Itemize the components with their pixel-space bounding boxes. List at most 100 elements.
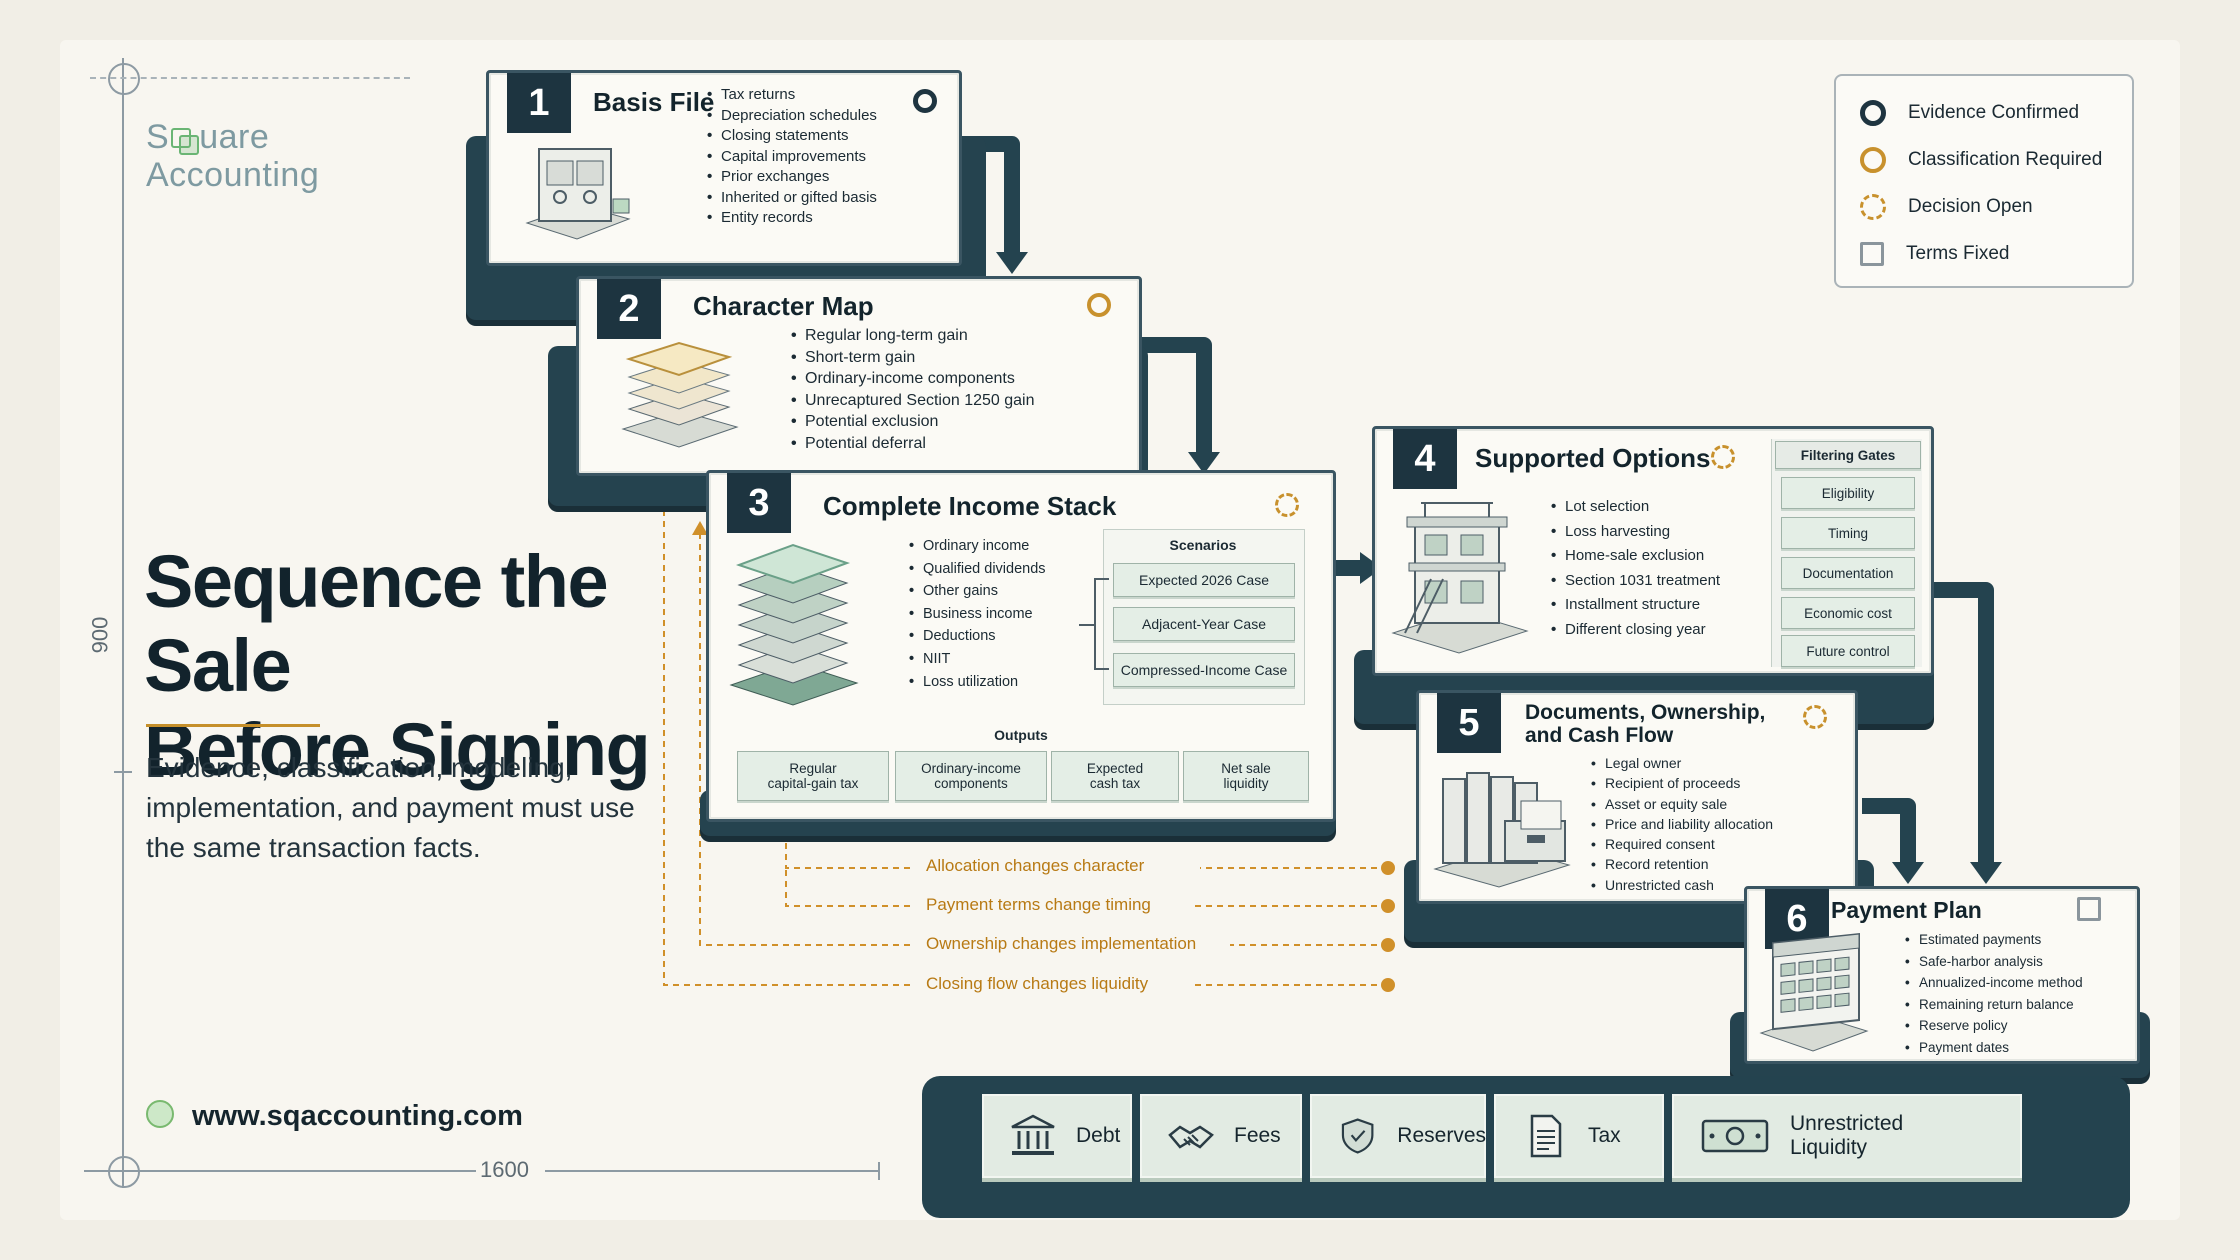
status-dashed-ring-icon xyxy=(1803,705,1827,729)
outputs-title: Outputs xyxy=(994,727,1048,743)
square-icon xyxy=(1860,242,1884,266)
output-line: Ordinary-income xyxy=(921,761,1021,776)
status-legend: Evidence Confirmed Classification Requir… xyxy=(1834,74,2134,288)
output-line: components xyxy=(934,776,1008,791)
handshake-icon xyxy=(1168,1125,1214,1149)
step-title: Basis File xyxy=(593,87,715,117)
title-rule xyxy=(146,724,320,727)
list-item: Prior exchanges xyxy=(707,167,877,188)
list-item: Business income xyxy=(909,603,1046,626)
annotation-dot xyxy=(1381,938,1395,952)
tray-segment-unrestricted-liquidity: Unrestricted Liquidity xyxy=(1672,1094,2022,1182)
step-card-1[interactable]: 1 Basis File Tax returns Depreciation sc… xyxy=(486,70,962,266)
gates-title: Filtering Gates xyxy=(1775,441,1921,469)
list-item: Legal owner xyxy=(1591,753,1773,773)
step-items: Legal owner Recipient of proceeds Asset … xyxy=(1591,753,1773,895)
gate-box: Future control xyxy=(1781,635,1915,667)
shield-icon xyxy=(1341,1118,1374,1154)
gate-box: Eligibility xyxy=(1781,477,1915,509)
guide-bottom-right xyxy=(545,1170,880,1172)
list-item: Asset or equity sale xyxy=(1591,794,1773,814)
list-item: Short-term gain xyxy=(791,347,1035,369)
step-number: 4 xyxy=(1393,429,1457,489)
arrow-2-3 xyxy=(1140,337,1212,452)
cabinet-icon xyxy=(525,148,631,240)
tray-label: Liquidity xyxy=(1790,1136,1868,1159)
step-card-4[interactable]: 4 Supported Options Lot selection Loss h… xyxy=(1372,426,1934,676)
list-item: Unrecaptured Section 1250 gain xyxy=(791,390,1035,412)
output-line: Regular xyxy=(789,761,837,776)
step-items: Estimated payments Safe-harbor analysis … xyxy=(1905,929,2083,1058)
step-number: 3 xyxy=(727,473,791,533)
step-card-2[interactable]: 2 Character Map Regular long-term gain S… xyxy=(576,276,1142,476)
list-item: Loss harvesting xyxy=(1551,520,1720,545)
tray-segment-reserves: Reserves xyxy=(1310,1094,1486,1182)
globe-icon xyxy=(146,1100,174,1128)
list-item: Qualified dividends xyxy=(909,558,1046,581)
list-item: Price and liability allocation xyxy=(1591,814,1773,834)
annotation-2: Payment terms change timing xyxy=(926,895,1151,914)
tray-segment-fees: Fees xyxy=(1140,1094,1302,1182)
title-line2: Before Signing xyxy=(144,708,651,791)
dashed-ring-icon xyxy=(1860,194,1886,220)
guide-circle-bottom xyxy=(108,1156,140,1188)
legend-decision-open: Decision Open xyxy=(1860,190,2033,224)
step-card-5[interactable]: 5 Documents, Ownership, and Cash Flow Le… xyxy=(1416,690,1858,904)
guide-top-dashed xyxy=(90,77,410,79)
solid-ring-icon xyxy=(1860,100,1886,126)
annotation-dot xyxy=(1381,978,1395,992)
tray-label: Reserves xyxy=(1397,1124,1486,1147)
list-item: Record retention xyxy=(1591,854,1773,874)
list-item: Installment structure xyxy=(1551,593,1720,618)
scenarios-title: Scenarios xyxy=(1169,537,1237,553)
tray-segment-tax: Tax xyxy=(1494,1094,1664,1182)
list-item: Home-sale exclusion xyxy=(1551,544,1720,569)
tray-label: Debt xyxy=(1076,1124,1121,1147)
calendar-icon xyxy=(1759,932,1869,1052)
scenario-box: Adjacent-Year Case xyxy=(1113,607,1295,641)
status-gold-ring-icon xyxy=(1087,293,1111,317)
gate-box: Timing xyxy=(1781,517,1915,549)
step-card-6[interactable]: 6 Payment Plan Estimated payments Safe-h… xyxy=(1744,886,2140,1064)
tray-segments: Debt Fees Reserves Tax Unrestricted Liqu… xyxy=(952,1094,2092,1188)
guide-label-horizontal: 1600 xyxy=(480,1157,529,1182)
annotation-1: Allocation changes character xyxy=(926,856,1145,875)
document-icon xyxy=(1530,1114,1562,1158)
website-link[interactable]: www.sqaccounting.com xyxy=(146,1100,523,1133)
legend-evidence-confirmed: Evidence Confirmed xyxy=(1860,96,2079,130)
step-card-3[interactable]: 3 Complete Income Stack Ordinary income … xyxy=(706,470,1336,822)
title-line1: Sequence the Sale xyxy=(144,540,609,707)
arrow-5-6 xyxy=(1862,798,1916,862)
status-solid-ring-icon xyxy=(913,89,937,113)
annotation-dot xyxy=(1381,899,1395,913)
list-item: Capital improvements xyxy=(707,147,877,168)
guide-bottom xyxy=(84,1170,476,1172)
binders-icon xyxy=(1433,772,1571,888)
website-text: www.sqaccounting.com xyxy=(192,1100,523,1132)
tray-label: Tax xyxy=(1588,1124,1621,1147)
step-title: Documents, Ownership, and Cash Flow xyxy=(1525,701,1765,747)
list-item: Estimated payments xyxy=(1905,929,2083,951)
list-item: NIIT xyxy=(909,648,1046,671)
list-item: Potential deferral xyxy=(791,433,1035,455)
annotation-3: Ownership changes implementation xyxy=(926,934,1197,953)
guide-vertical xyxy=(122,58,124,1188)
legend-label: Terms Fixed xyxy=(1906,243,2010,264)
list-item: Potential exclusion xyxy=(791,411,1035,433)
gate-box: Economic cost xyxy=(1781,597,1915,629)
step-number: 1 xyxy=(507,73,571,133)
legend-label: Classification Required xyxy=(1908,149,2103,170)
brand-mark-icon xyxy=(169,126,200,155)
step-number: 5 xyxy=(1437,693,1501,753)
step-title: Supported Options xyxy=(1475,443,1711,473)
subtitle: Evidence, classification, modeling, impl… xyxy=(146,752,635,863)
list-item: Depreciation schedules xyxy=(707,106,877,127)
legend-classification-required: Classification Required xyxy=(1860,143,2102,177)
scenario-box: Expected 2026 Case xyxy=(1113,563,1295,597)
legend-label: Decision Open xyxy=(1908,196,2033,217)
gates-panel xyxy=(1771,439,1922,667)
tray-label: Unrestricted xyxy=(1790,1112,1904,1135)
list-item: Inherited or gifted basis xyxy=(707,188,877,209)
